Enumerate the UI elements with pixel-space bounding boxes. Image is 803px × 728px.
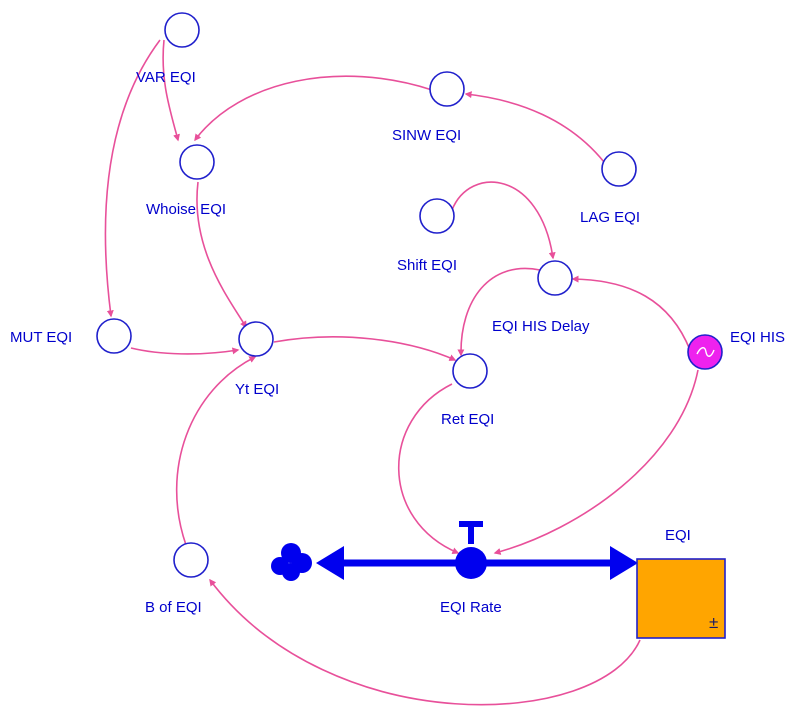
flow <box>271 521 638 581</box>
link-ret-to-rate <box>398 383 460 555</box>
link-var-to-whoise <box>162 39 180 142</box>
node-shift-eqi[interactable] <box>419 198 455 234</box>
node-b-of-eqi[interactable] <box>173 542 209 578</box>
graph-function-icon <box>696 347 715 357</box>
label-eqi: EQI <box>665 527 691 544</box>
link-lag-to-sinw <box>464 91 605 163</box>
label-whoise-eqi: Whoise EQI <box>146 201 226 218</box>
link-mut-to-yt <box>130 347 240 355</box>
node-whoise-eqi[interactable] <box>179 144 215 180</box>
label-var-eqi: VAR EQI <box>136 69 196 86</box>
node-yt-eqi[interactable] <box>238 321 274 357</box>
stock-eqi[interactable]: ± <box>636 558 726 639</box>
node-eqi-his-delay[interactable] <box>537 260 573 296</box>
node-eqi-his[interactable] <box>687 334 723 370</box>
link-yt-to-ret <box>273 336 457 361</box>
cloud-icon <box>271 543 312 581</box>
label-yt-eqi: Yt EQI <box>235 381 279 398</box>
node-sinw-eqi[interactable] <box>429 71 465 107</box>
nodes <box>96 12 723 578</box>
label-ret-eqi: Ret EQI <box>441 411 494 428</box>
flow-arrow-left-icon <box>316 546 344 580</box>
link-whoise-to-yt <box>196 181 247 329</box>
label-eqi-rate: EQI Rate <box>440 599 502 616</box>
link-his-to-delay <box>571 275 691 351</box>
link-shift-to-delay <box>451 181 556 260</box>
node-lag-eqi[interactable] <box>601 151 637 187</box>
label-mut-eqi: MUT EQI <box>10 329 72 346</box>
label-sinw-eqi: SINW EQI <box>392 127 461 144</box>
node-var-eqi[interactable] <box>164 12 200 48</box>
link-eqi-to-bof <box>209 578 641 706</box>
node-mut-eqi[interactable] <box>96 318 132 354</box>
link-bof-to-yt <box>175 356 257 546</box>
flow-arrow-right-icon <box>610 546 638 580</box>
label-lag-eqi: LAG EQI <box>580 209 640 226</box>
valve-icon[interactable] <box>455 521 487 579</box>
label-eqi-his-delay: EQI HIS Delay <box>492 318 590 335</box>
label-shift-eqi: Shift EQI <box>397 257 457 274</box>
link-delay-to-ret <box>457 267 541 357</box>
labels: VAR EQI SINW EQI Whoise EQI LAG EQI Shif… <box>10 69 785 616</box>
link-sinw-to-whoise <box>194 75 433 142</box>
connectors <box>104 39 699 706</box>
label-eqi-his: EQI HIS <box>730 329 785 346</box>
node-ret-eqi[interactable] <box>452 353 488 389</box>
stock-symbol: ± <box>709 613 718 632</box>
link-var-to-mut <box>104 39 161 318</box>
label-b-of-eqi: B of EQI <box>145 599 202 616</box>
link-his-to-rate <box>493 369 699 555</box>
